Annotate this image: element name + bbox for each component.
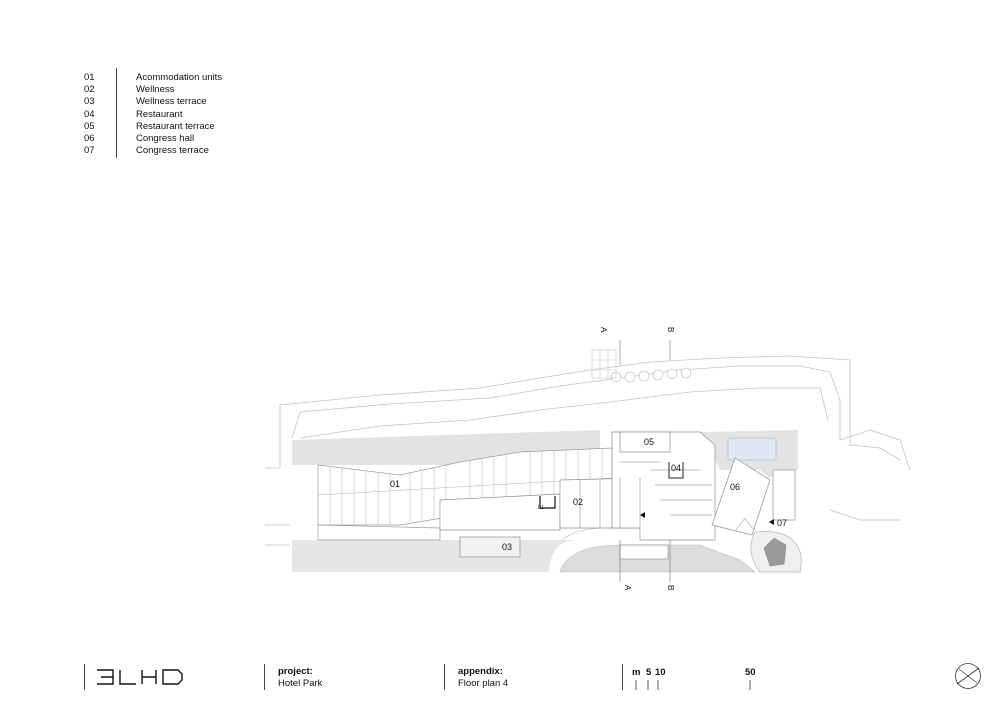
project-value: Hotel Park <box>278 678 323 689</box>
legend-item: 01 Acommodation units <box>84 72 222 84</box>
legend-number: 02 <box>84 84 95 96</box>
project-block: project: Hotel Park <box>278 666 322 690</box>
legend-item: 05 Restaurant terrace <box>84 121 222 133</box>
appendix-value: Floor plan 4 <box>458 678 509 689</box>
3lhd-logo <box>97 669 183 685</box>
legend-number: 06 <box>84 133 95 145</box>
north-arrow-icon <box>955 663 981 689</box>
footer-divider <box>84 664 85 690</box>
scale-tick-label: 5 <box>646 667 652 678</box>
zone-label-03: 03 <box>502 542 512 552</box>
section-marker-b-bottom: B <box>666 585 675 590</box>
scale-unit: m <box>632 667 641 678</box>
room-partitions <box>317 448 613 525</box>
legend-item: 07 Congress terrace <box>84 145 222 157</box>
entrance-arrow <box>640 512 645 518</box>
legend-divider <box>116 68 117 158</box>
zone-label-06: 06 <box>730 482 740 492</box>
legend-item: 02 Wellness <box>84 84 222 96</box>
lift-label: L1 <box>538 505 544 511</box>
legend-number: 01 <box>84 72 95 83</box>
section-marker-a-bottom: A <box>623 585 632 591</box>
legend: 01 Acommodation units 02 Wellness 03 Wellne… <box>84 72 222 157</box>
legend-item: 04 Restaurant <box>84 109 222 121</box>
interior-walls <box>539 461 755 531</box>
section-markers: A B A B <box>599 327 675 591</box>
legend-item: 06 Congress hall <box>84 133 222 145</box>
appendix-block: appendix: Floor plan 4 <box>458 666 508 690</box>
rock-feature <box>750 531 802 573</box>
footer-divider <box>444 664 445 690</box>
project-label: project: <box>278 666 313 677</box>
zone-label-02: 02 <box>573 497 583 507</box>
pool <box>727 437 777 461</box>
scale-tick-label: 10 <box>655 667 666 678</box>
trees <box>610 367 692 383</box>
legend-label: Congress terrace <box>136 145 209 157</box>
legend-number: 05 <box>84 120 95 132</box>
section-lines <box>619 340 671 582</box>
legend-number: 03 <box>84 96 95 108</box>
zone-label-04: 04 <box>671 463 681 473</box>
zone-labels: 01 02 03 04 05 06 07 L1 <box>390 437 787 552</box>
legend-label: Wellness <box>136 84 175 96</box>
section-marker-a-top: A <box>599 327 608 333</box>
scale-tick-label: 50 <box>745 667 756 678</box>
section-marker-b-top: B <box>666 327 675 332</box>
appendix-label: appendix: <box>458 666 503 677</box>
grid-feature <box>591 349 617 379</box>
scale-ticks <box>635 680 751 690</box>
legend-label: Restaurant terrace <box>136 120 215 132</box>
entrance-arrow <box>769 519 774 525</box>
footer-divider <box>264 664 265 690</box>
legend-item: 03 Wellness terrace <box>84 96 222 108</box>
legend-number: 07 <box>84 145 95 157</box>
zone-label-05: 05 <box>644 437 654 447</box>
legend-label: Wellness terrace <box>136 96 207 108</box>
legend-label: Restaurant <box>136 108 183 120</box>
footer-divider <box>622 664 623 690</box>
legend-number: 04 <box>84 108 95 120</box>
zone-label-01: 01 <box>390 479 400 489</box>
zone-label-07: 07 <box>777 518 787 528</box>
legend-label: Congress hall <box>136 133 195 145</box>
legend-label: Acommodation units <box>136 72 223 83</box>
